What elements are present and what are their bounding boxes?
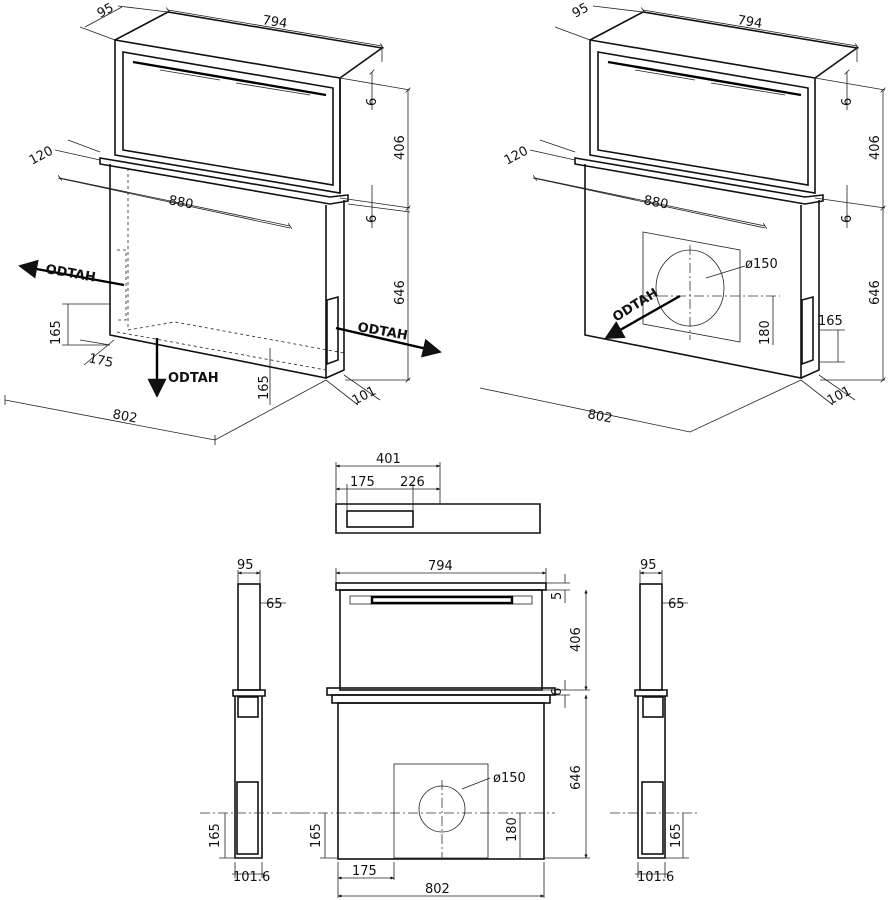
dim-802: 802 [425,882,450,897]
dim-120: 120 [502,144,531,169]
dim-794: 794 [736,13,763,32]
dim-175: 175 [350,475,375,490]
perspective-view-right [479,5,885,433]
dim-802: 802 [111,407,138,426]
dim-180: 180 [758,320,773,345]
dim-165: 165 [818,314,843,329]
dim-165: 165 [208,823,223,848]
dim-6-bottom: 6 [840,215,855,223]
dim-6-top: 6 [365,98,380,106]
side-view-left [200,570,300,878]
exhaust-label: ODTAH [610,286,661,326]
dim-175: 175 [352,864,377,879]
dim-180: 180 [505,817,520,842]
dim-226: 226 [400,475,425,490]
exhaust-label-left: ODTAH [44,262,96,286]
dim-6-bottom: 6 [365,215,380,223]
dim-406: 406 [393,135,408,160]
top-view-labels: 401 175 226 [350,452,425,490]
perspective-right-labels: 95 794 6 406 6 120 880 646 165 180 ø150 … [502,1,883,427]
dim-6-top: 6 [840,98,855,106]
side-left-labels: 95 65 165 101.6 [208,558,283,885]
dim-880: 880 [642,193,669,212]
dim-101-6: 101.6 [637,870,674,885]
front-view-labels: 794 5 406 6 646 ø150 180 165 175 802 [309,559,584,897]
dim-165-bottom: 165 [257,375,272,400]
side-right-labels: 95 65 165 101.6 [637,558,685,885]
top-view [335,462,541,534]
dim-65: 65 [266,597,283,612]
dim-646: 646 [569,765,584,790]
dim-120: 120 [27,144,56,169]
dim-dia-150: ø150 [493,771,526,786]
exhaust-label-right: ODTAH [356,320,408,344]
dim-401: 401 [376,452,401,467]
exhaust-label-down: ODTAH [168,371,219,386]
dim-646: 646 [393,280,408,305]
dim-95: 95 [237,558,254,573]
perspective-left-labels: 95 794 6 406 6 120 880 646 165 175 165 8… [27,1,409,427]
dim-646: 646 [868,280,883,305]
dim-6: 6 [550,688,565,696]
side-view-right [610,570,700,878]
front-view [300,568,590,898]
dim-dia-150: ø150 [745,257,778,272]
dim-101: 101 [825,384,854,409]
dim-101: 101 [350,384,379,409]
dim-65: 65 [668,597,685,612]
dim-165-left: 165 [49,320,64,345]
perspective-view-left [4,5,442,445]
dim-802: 802 [586,407,613,426]
dim-880: 880 [167,193,194,212]
dim-175: 175 [87,351,114,371]
dim-165: 165 [309,823,324,848]
dim-95: 95 [95,1,117,22]
dim-794: 794 [261,13,288,32]
dim-165: 165 [669,823,684,848]
dim-406: 406 [868,135,883,160]
dim-794: 794 [428,559,453,574]
dim-95: 95 [640,558,657,573]
dim-406: 406 [569,627,584,652]
dim-5: 5 [550,592,565,600]
dim-95: 95 [570,1,592,22]
dim-101-6: 101.6 [233,870,270,885]
